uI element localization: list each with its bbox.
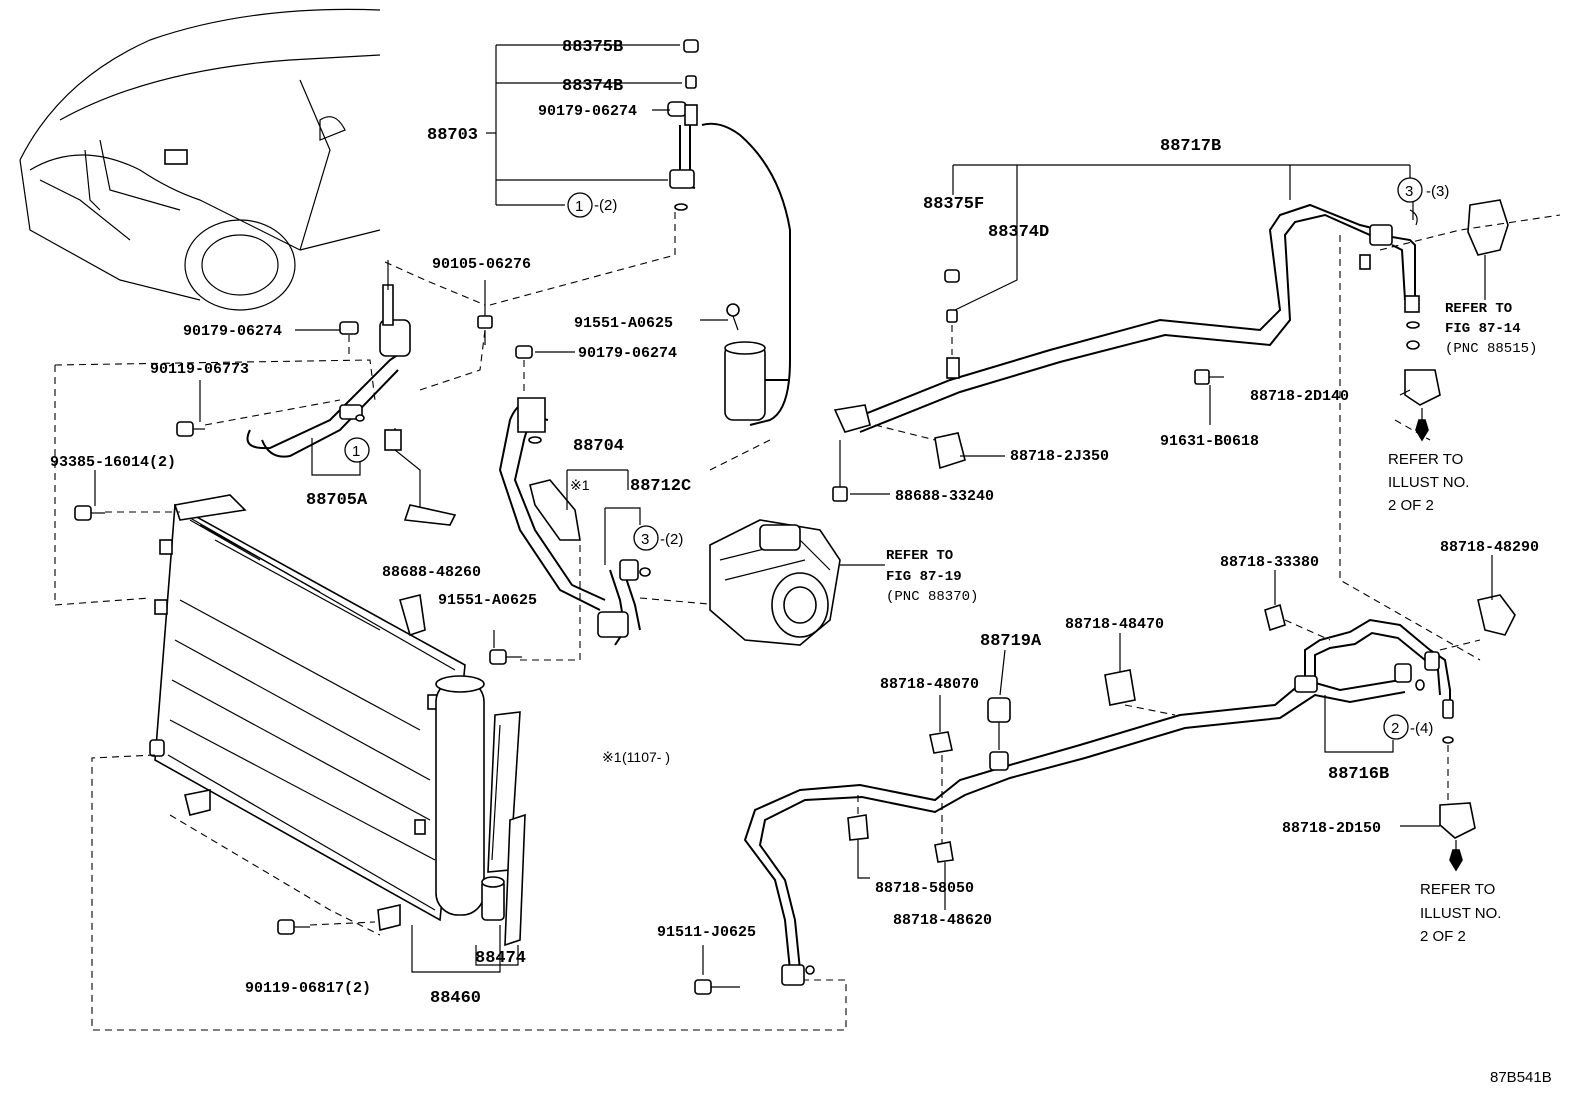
label-88718-2J350: 88718-2J350 [1010,448,1109,465]
tube-88716B: 2 [743,618,1454,986]
nut-90179-left [339,321,359,355]
bolt-88688-33240 [832,440,848,502]
clip-88718-58050 [847,795,870,879]
label-88375B: 88375B [562,38,623,57]
circle-3b-label: 3 [1405,183,1413,200]
label-88718-48070: 88718-48070 [880,676,979,693]
bolt-90119-06773 [176,421,205,437]
expansion-valve [1379,199,1561,300]
note-star: ※1 [570,477,590,493]
bolt-90119-06817 [277,919,310,935]
hose-88704: 3 ※1 [498,345,721,661]
label-90119-06773: 90119-06773 [150,361,249,378]
label-88374B: 88374B [562,77,623,96]
label-88716B: 88716B [1328,765,1389,784]
clip-88718-48620 [934,841,954,910]
label-91631-B0618: 91631-B0618 [1160,433,1259,450]
bolt-91631 [1194,369,1224,425]
label-90119-06817: 90119-06817(2) [245,980,371,997]
compressor [709,439,885,646]
seal-88474 [475,711,526,966]
label-90179-06274-mid: 90179-06274 [578,345,677,362]
receiver-tank [435,675,485,916]
hose-88703: 1 [486,39,791,426]
clamp-88718-2D140 [1404,369,1441,442]
ref-fig-87-14-line2: FIG 87-14 [1445,321,1521,337]
clip-88718-48070 [929,731,953,845]
label-88712C: 88712C [630,477,691,496]
ref-fig-87-14-line3: (PNC 88515) [1445,341,1537,357]
label-3-3: -(3) [1426,183,1449,200]
condenser-88460 [54,359,466,932]
label-88704: 88704 [573,437,624,456]
label-91511-J0625: 91511-J0625 [657,924,756,941]
bolt-91511 [694,945,740,995]
label-88718-58050: 88718-58050 [875,880,974,897]
label-88688-48260: 88688-48260 [382,564,481,581]
label-88718-48620: 88718-48620 [893,912,992,929]
label-90179-06274-left: 90179-06274 [183,323,282,340]
label-88718-2D150: 88718-2D150 [1282,820,1381,837]
label-88719A: 88719A [980,632,1042,651]
label-88718-48470: 88718-48470 [1065,616,1164,633]
circle-1-label: 1 [575,198,583,215]
label-star-note: (1107- ) [622,749,670,765]
label-88703: 88703 [427,126,478,145]
tube-88717B: 3 [833,164,1423,441]
label-90105-06276: 90105-06276 [432,256,531,273]
label-3-2: -(2) [660,531,683,548]
ref-fig-87-19-line2: FIG 87-19 [886,569,962,585]
ref-fig-87-19-line1: REFER TO [886,548,953,564]
clip-88718-33380 [1264,570,1331,641]
label-91551-A0625-top: 91551-A0625 [574,315,673,332]
vehicle-illustration [19,8,381,311]
mount-dashes [91,399,847,1031]
diagram-id: 87B541B [1490,1069,1552,1086]
ref-illust-2-line2: ILLUST NO. [1420,905,1501,922]
pipe-88705A: 1 [246,260,486,526]
leader-lines [94,109,1411,732]
part-labels: 88375B 88374B 90179-06274 88703 -(2) 901… [50,38,1552,1086]
ref-fig-87-14-line1: REFER TO [1445,301,1512,317]
label-88474: 88474 [475,949,526,968]
label-88718-48290: 88718-48290 [1440,539,1539,556]
circle-1b-label: 1 [352,443,360,460]
label-88460: 88460 [430,989,481,1008]
receiver-dryer [724,303,790,421]
ref-illust-2-line3: 2 OF 2 [1420,928,1466,945]
circle-3-label: 3 [641,531,649,548]
label-2-4: -(4) [1410,720,1433,737]
clip-88718-48470 [1104,669,1176,716]
ref-fig-87-19-line3: (PNC 88370) [886,589,978,605]
circle-2-label: 2 [1391,720,1399,737]
label-88374D: 88374D [988,223,1049,242]
clip-88718-48290 [1439,555,1516,651]
ref-illust-2-line1: REFER TO [1420,881,1495,898]
label-star-note-symbol: ※1 [602,749,622,765]
label-88688-33240: 88688-33240 [895,488,994,505]
clamp-88718-2D150 [1400,802,1476,872]
label-88717B: 88717B [1160,137,1221,156]
label-1-2: -(2) [594,197,617,214]
label-88705A: 88705A [306,491,368,510]
bolt-93385 [74,505,105,521]
ref-illust-1-line1: REFER TO [1388,451,1463,468]
ref-illust-1-line2: ILLUST NO. [1388,474,1469,491]
label-90179-06274-top: 90179-06274 [538,103,637,120]
label-88375F: 88375F [923,195,984,214]
label-93385-16014: 93385-16014(2) [50,454,176,471]
ref-illust-1-line3: 2 OF 2 [1388,497,1434,514]
bolt-91551-lower [489,649,522,665]
label-88718-33380: 88718-33380 [1220,554,1319,571]
label-91551-A0625-bot: 91551-A0625 [438,592,537,609]
clamp-88718-2J350 [934,432,966,470]
bolt-90105 [477,280,493,345]
label-88718-2D140: 88718-2D140 [1250,388,1349,405]
